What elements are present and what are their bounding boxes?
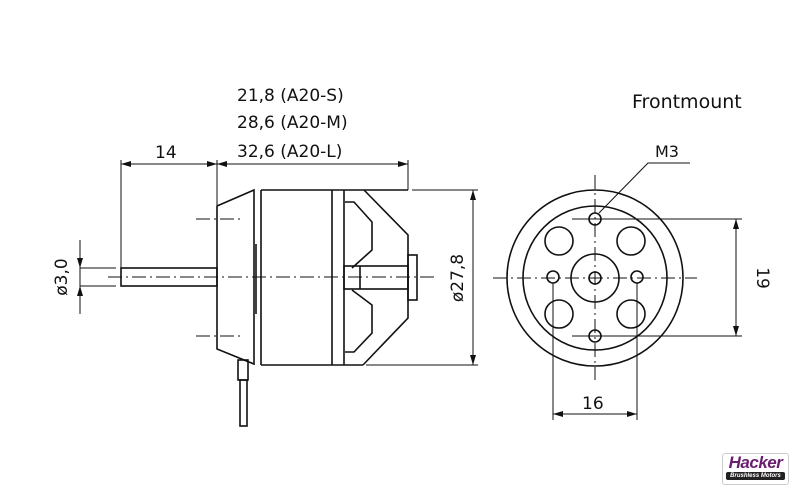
dim-length-l: 32,6 (A20-L) [237,142,342,162]
dim-shaft-diameter: ø3,0 [52,258,72,295]
front-view [493,162,742,420]
dim-body-diameter: ø27,8 [448,254,468,302]
dim-hole-spacing-v: 19 [752,267,772,289]
dim-length-m: 28,6 (A20-M) [237,113,348,133]
dim-thread: M3 [655,142,679,161]
dim-shaft-length: 14 [155,143,177,163]
logo-brand: Hacker [728,453,783,472]
view-title: Frontmount [632,91,742,113]
dim-hole-spacing-h: 16 [582,394,604,414]
dim-length-s: 21,8 (A20-S) [237,86,344,106]
logo-tagline: Brushless Motors [726,472,785,480]
side-view [77,160,478,427]
hacker-logo: Hacker Brushless Motors [722,453,789,485]
